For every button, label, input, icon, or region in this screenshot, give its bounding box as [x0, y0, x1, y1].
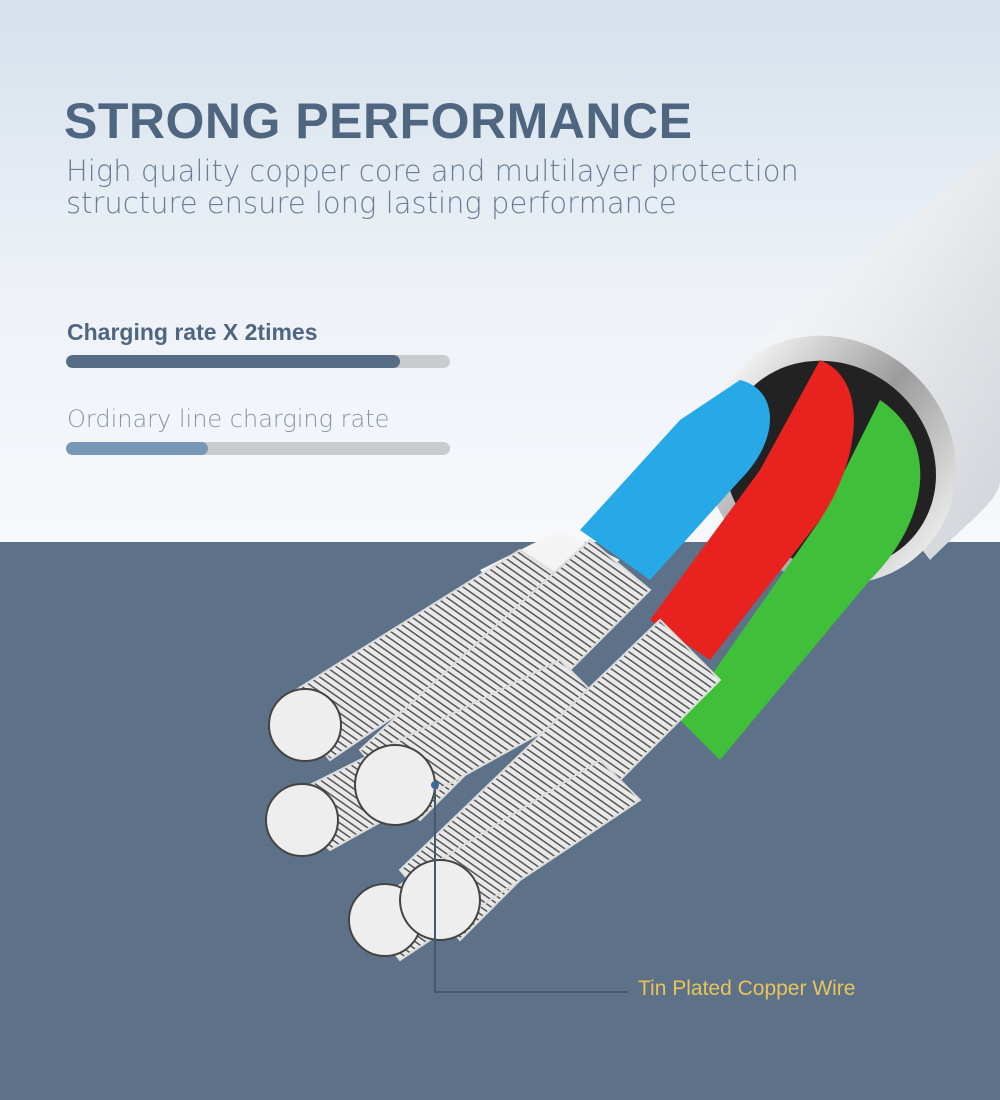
- ordinary-rate-fill: [66, 442, 209, 455]
- fast-rate-bar: [66, 355, 450, 368]
- callout-label: Tin Plated Copper Wire: [638, 977, 856, 1000]
- fast-rate-label: Charging rate X 2times: [67, 319, 318, 345]
- ordinary-rate-bar: [66, 442, 450, 455]
- ordinary-rate-label: Ordinary line charging rate: [67, 405, 390, 433]
- green-wire: [680, 400, 921, 760]
- page-title: STRONG PERFORMANCE: [64, 93, 693, 149]
- red-wire: [650, 360, 854, 660]
- copper-strands: [278, 538, 722, 962]
- subtitle-line-2: structure ensure long lasting performanc…: [66, 186, 677, 220]
- callout-dot: [431, 781, 439, 789]
- subtitle-line-1: High quality copper core and multilayer …: [66, 154, 799, 188]
- callout-line: [434, 790, 628, 993]
- fast-rate-fill: [66, 355, 401, 368]
- blue-wire: [580, 380, 770, 580]
